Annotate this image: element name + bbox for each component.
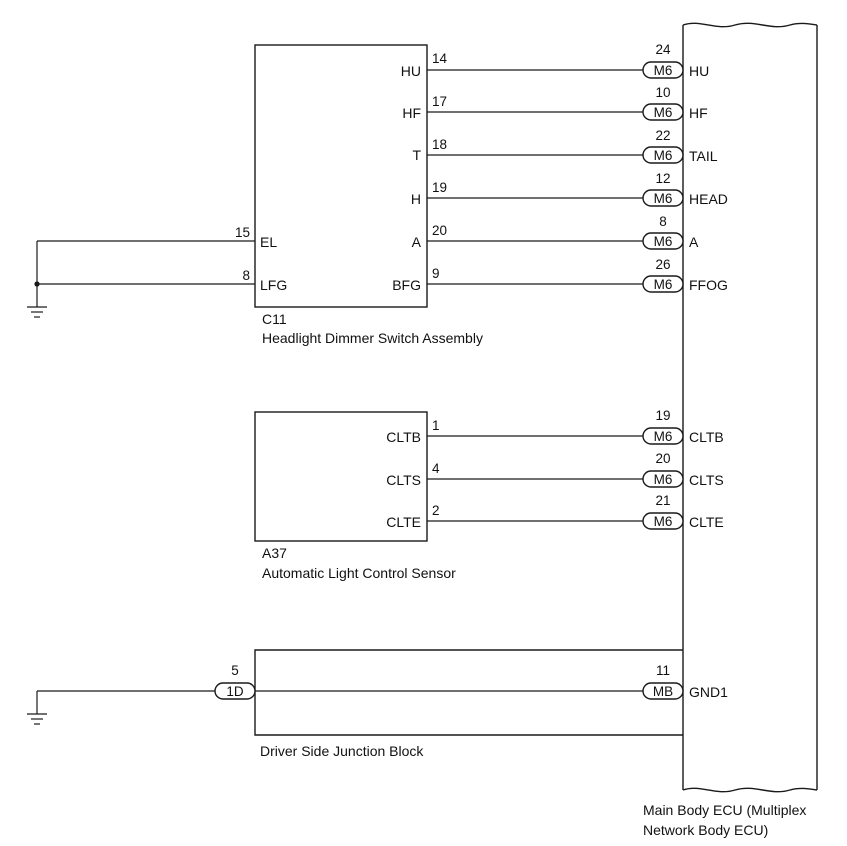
ecu-pin-11: 11 xyxy=(656,663,670,678)
ecu-pin-22: 22 xyxy=(655,128,670,143)
sensor-name: Automatic Light Control Sensor xyxy=(262,565,456,581)
ecu-pin-24: 24 xyxy=(655,42,671,57)
pin-label-t: T xyxy=(412,147,421,163)
sensor-code: A37 xyxy=(262,545,287,561)
main-body-ecu: Main Body ECU (Multiplex Network Body EC… xyxy=(643,22,818,838)
ecu-terminal-head: HEAD xyxy=(689,191,728,207)
ecu-pin-26: 26 xyxy=(655,257,670,272)
pin-label-lfg: LFG xyxy=(260,277,287,293)
dimmer-ground-wiring xyxy=(34,240,255,307)
light-control-sensor: A37 Automatic Light Control Sensor CLTB … xyxy=(254,411,456,581)
sensor-wires: 1 4 2 xyxy=(427,418,643,522)
ecu-pin-8: 8 xyxy=(659,214,667,229)
pin-number-5: 5 xyxy=(231,663,239,678)
pin-label-cltb: CLTB xyxy=(386,429,421,445)
junction-dot xyxy=(34,281,40,287)
ecu-terminal-cltb: CLTB xyxy=(689,429,724,445)
pin-label-hf: HF xyxy=(402,105,421,121)
pin-number-4: 4 xyxy=(432,461,440,476)
ecu-terminal-hf: HF xyxy=(689,105,708,121)
pin-number-14: 14 xyxy=(432,51,448,66)
ecu-pin-20: 20 xyxy=(655,451,670,466)
ecu-terminal-tail: TAIL xyxy=(689,148,718,164)
pin-number-15: 15 xyxy=(235,225,250,240)
pin-number-17: 17 xyxy=(432,94,447,109)
dimmer-switch-wires: 14 17 18 19 20 9 xyxy=(427,51,643,285)
pin-label-clte: CLTE xyxy=(386,514,421,530)
dimmer-switch-code: C11 xyxy=(262,311,287,327)
ecu-pin-19: 19 xyxy=(655,408,670,423)
ecu-connectors-dimmer: M6 M6 M6 M6 M6 M6 24 10 22 12 8 26 HU HF… xyxy=(642,42,728,293)
pin-number-18: 18 xyxy=(432,137,447,152)
pin-label-clts: CLTS xyxy=(386,472,421,488)
ecu-label-line2: Network Body ECU) xyxy=(643,822,768,838)
connector-m6: M6 xyxy=(654,105,673,120)
pin-label-hu: HU xyxy=(401,63,421,79)
ground-icon xyxy=(27,713,47,725)
ecu-terminal-hu: HU xyxy=(689,63,709,79)
ecu-terminal-ffog: FFOG xyxy=(689,277,728,293)
ecu-connectors-sensor: M6 M6 M6 19 20 21 CLTB CLTS CLTE xyxy=(642,408,724,530)
connector-m6: M6 xyxy=(654,191,673,206)
ground-icon xyxy=(27,306,47,318)
connector-m6: M6 xyxy=(654,429,673,444)
dimmer-switch-name: Headlight Dimmer Switch Assembly xyxy=(262,330,483,346)
connector-m6: M6 xyxy=(654,148,673,163)
ecu-pin-12: 12 xyxy=(655,171,670,186)
pin-number-19: 19 xyxy=(432,180,447,195)
pin-label-el: EL xyxy=(260,234,277,250)
driver-side-junction-block: Driver Side Junction Block 1D 5 MB 11 GN… xyxy=(36,649,728,759)
pin-number-20: 20 xyxy=(432,223,447,238)
connector-m6: M6 xyxy=(654,277,673,292)
ecu-label-line1: Main Body ECU (Multiplex xyxy=(643,802,806,818)
pin-label-h: H xyxy=(411,191,421,207)
ecu-terminal-gnd1: GND1 xyxy=(689,684,728,700)
ecu-pin-10: 10 xyxy=(655,85,670,100)
ecu-pin-21: 21 xyxy=(655,493,670,508)
headlight-dimmer-switch: C11 Headlight Dimmer Switch Assembly HU … xyxy=(235,44,483,346)
connector-mb: MB xyxy=(653,684,673,699)
pin-number-1: 1 xyxy=(432,418,440,433)
ecu-terminal-clts: CLTS xyxy=(689,472,724,488)
pin-label-bfg: BFG xyxy=(392,277,421,293)
pin-label-a: A xyxy=(412,234,422,250)
connector-m6: M6 xyxy=(654,472,673,487)
ecu-terminal-clte: CLTE xyxy=(689,514,724,530)
pin-number-8: 8 xyxy=(242,268,250,283)
connector-m6: M6 xyxy=(654,234,673,249)
connector-1d: 1D xyxy=(226,684,244,699)
connector-m6: M6 xyxy=(654,63,673,78)
pin-number-9: 9 xyxy=(432,266,440,281)
ecu-terminal-a: A xyxy=(689,234,699,250)
connector-m6: M6 xyxy=(654,514,673,529)
pin-number-2: 2 xyxy=(432,503,440,518)
junction-block-name: Driver Side Junction Block xyxy=(260,743,424,759)
